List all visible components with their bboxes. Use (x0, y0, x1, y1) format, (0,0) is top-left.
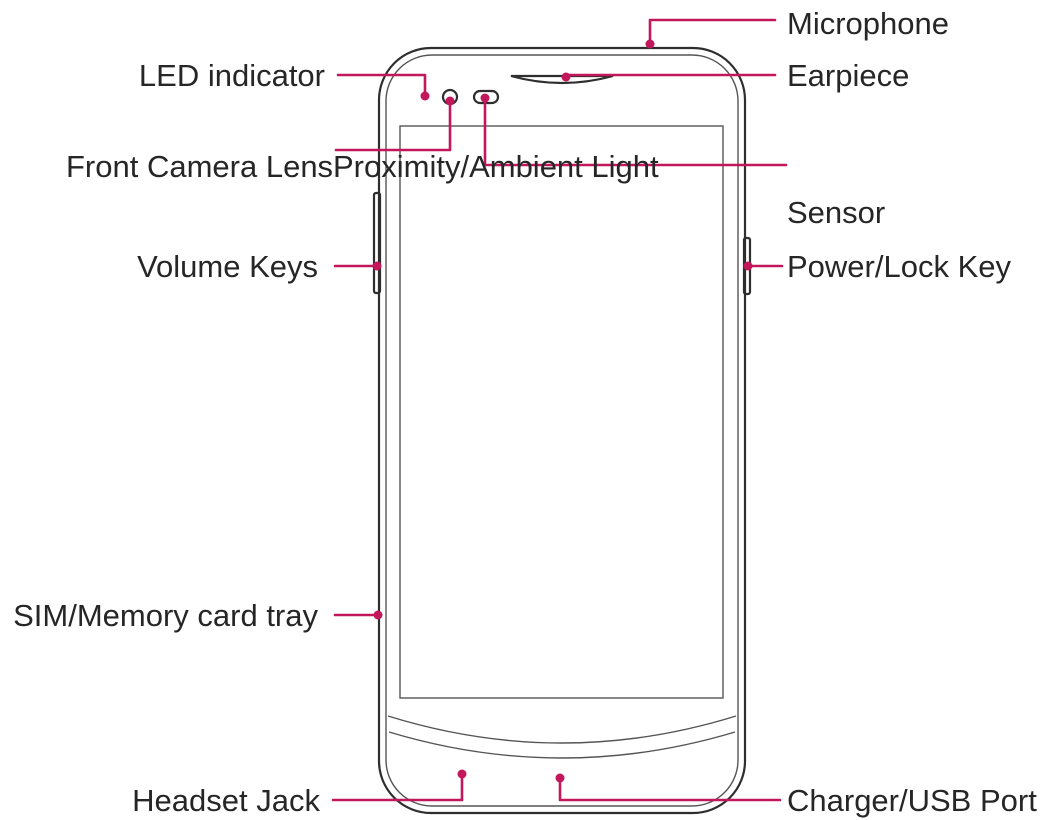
front-camera-dot (445, 96, 455, 106)
leader-lines (331, 18, 788, 802)
phone-screen (399, 125, 724, 699)
phone-chin-line-1 (387, 715, 737, 744)
microphone-dot (645, 39, 655, 49)
charger-port-leader (558, 778, 782, 802)
headset-jack-label: Headset Jack (132, 783, 320, 818)
earpiece-slot (510, 74, 614, 85)
phone-inner-bezel (385, 54, 739, 807)
microphone-leader (648, 18, 777, 44)
callout-labels: Microphone LED indicator Earpiece Front … (13, 6, 1037, 818)
volume-keys-bump (372, 191, 382, 295)
front-camera-lens-label: Front Camera Lens (66, 149, 333, 184)
led-indicator-leader (336, 73, 427, 96)
earpiece-dot (561, 72, 571, 82)
earpiece-label: Earpiece (787, 58, 909, 93)
phone-chin-line-2 (388, 731, 736, 759)
headset-jack-leader (331, 774, 464, 802)
charger-port-dot (555, 773, 565, 783)
sim-tray-dot (373, 610, 383, 620)
proximity-sensor-label-line2: Sensor (787, 195, 885, 230)
charger-usb-port-label: Charger/USB Port (787, 783, 1037, 818)
volume-keys-label: Volume Keys (137, 249, 318, 284)
proximity-sensor-label-line1: Proximity/Ambient Light (333, 149, 659, 184)
led-indicator-dot (420, 91, 430, 101)
volume-keys-dot (372, 261, 382, 271)
headset-jack-dot (457, 769, 467, 779)
front-camera-leader (334, 98, 452, 152)
microphone-label: Microphone (787, 6, 949, 41)
proximity-sensor-leader (483, 96, 788, 167)
power-key-dot (743, 261, 753, 271)
led-indicator-label: LED indicator (139, 58, 325, 93)
power-lock-key-label: Power/Lock Key (787, 249, 1011, 284)
sim-memory-tray-label: SIM/Memory card tray (13, 598, 318, 633)
proximity-sensor-dot (480, 93, 490, 103)
phone-outer-frame (377, 46, 747, 815)
